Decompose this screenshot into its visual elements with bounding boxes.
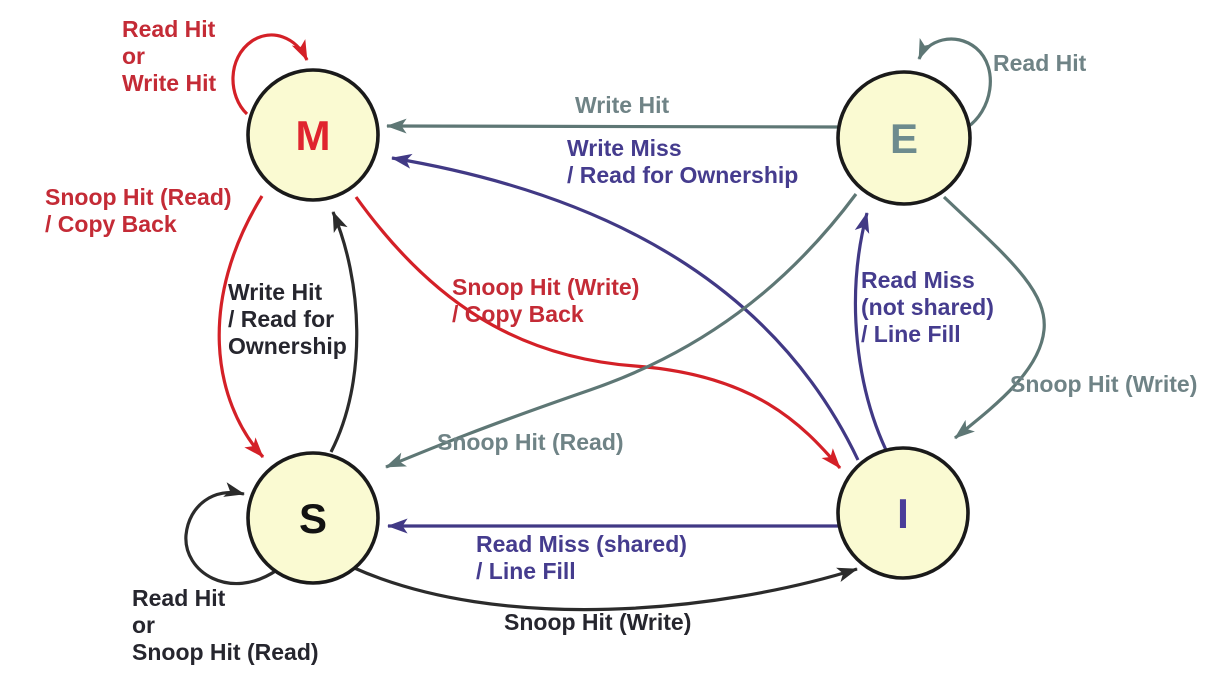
edge-E-self-loop — [917, 37, 992, 130]
label-I-to-E-read-miss-not-shared: Read Miss (not shared) / Line Fill — [861, 267, 994, 347]
edge-M-to-I — [354, 196, 842, 470]
edge-E-to-I — [942, 195, 1046, 440]
label-M-to-S-snoop-hit-read: Snoop Hit (Read) / Copy Back — [45, 184, 232, 237]
label-S-to-M-write-hit: Write Hit / Read for Ownership — [228, 279, 347, 359]
edge-M-self-loop — [231, 33, 309, 116]
label-S-self-read-hit-or-snoop-hit-read: Read Hit or Snoop Hit (Read) — [132, 585, 319, 665]
state-circle-S — [246, 451, 380, 585]
label-E-to-I-snoop-hit-write: Snoop Hit (Write) — [1010, 371, 1198, 397]
state-circle-M — [246, 68, 380, 202]
label-E-to-M-write-hit: Write Hit — [575, 92, 670, 118]
state-letter-I: I — [897, 490, 909, 537]
label-I-to-M-write-miss: Write Miss / Read for Ownership — [567, 135, 799, 188]
edge-I-to-M — [391, 153, 860, 461]
label-M-self-read-or-write-hit: Read Hit or Write Hit — [122, 16, 217, 96]
state-letter-M: M — [296, 112, 331, 159]
state-letter-E: E — [890, 115, 918, 162]
state-circle-I — [836, 446, 970, 580]
label-E-to-S-snoop-hit-read: Snoop Hit (Read) — [437, 429, 624, 455]
edge-S-to-M — [329, 211, 359, 453]
label-E-self-read-hit: Read Hit — [993, 50, 1087, 76]
edge-E-to-M — [386, 118, 839, 134]
edge-S-self-loop — [184, 482, 278, 586]
label-I-to-S-read-miss-shared: Read Miss (shared) / Line Fill — [476, 531, 687, 584]
state-letter-S: S — [299, 495, 327, 542]
label-M-to-I-snoop-hit-write: Snoop Hit (Write) / Copy Back — [452, 274, 640, 327]
edge-E-to-S — [385, 193, 858, 469]
state-circle-E — [836, 70, 972, 206]
label-S-to-I-snoop-hit-write: Snoop Hit (Write) — [504, 609, 692, 635]
edge-M-to-S — [217, 195, 265, 459]
edge-I-to-E — [853, 212, 888, 451]
edge-S-to-I — [351, 565, 858, 612]
